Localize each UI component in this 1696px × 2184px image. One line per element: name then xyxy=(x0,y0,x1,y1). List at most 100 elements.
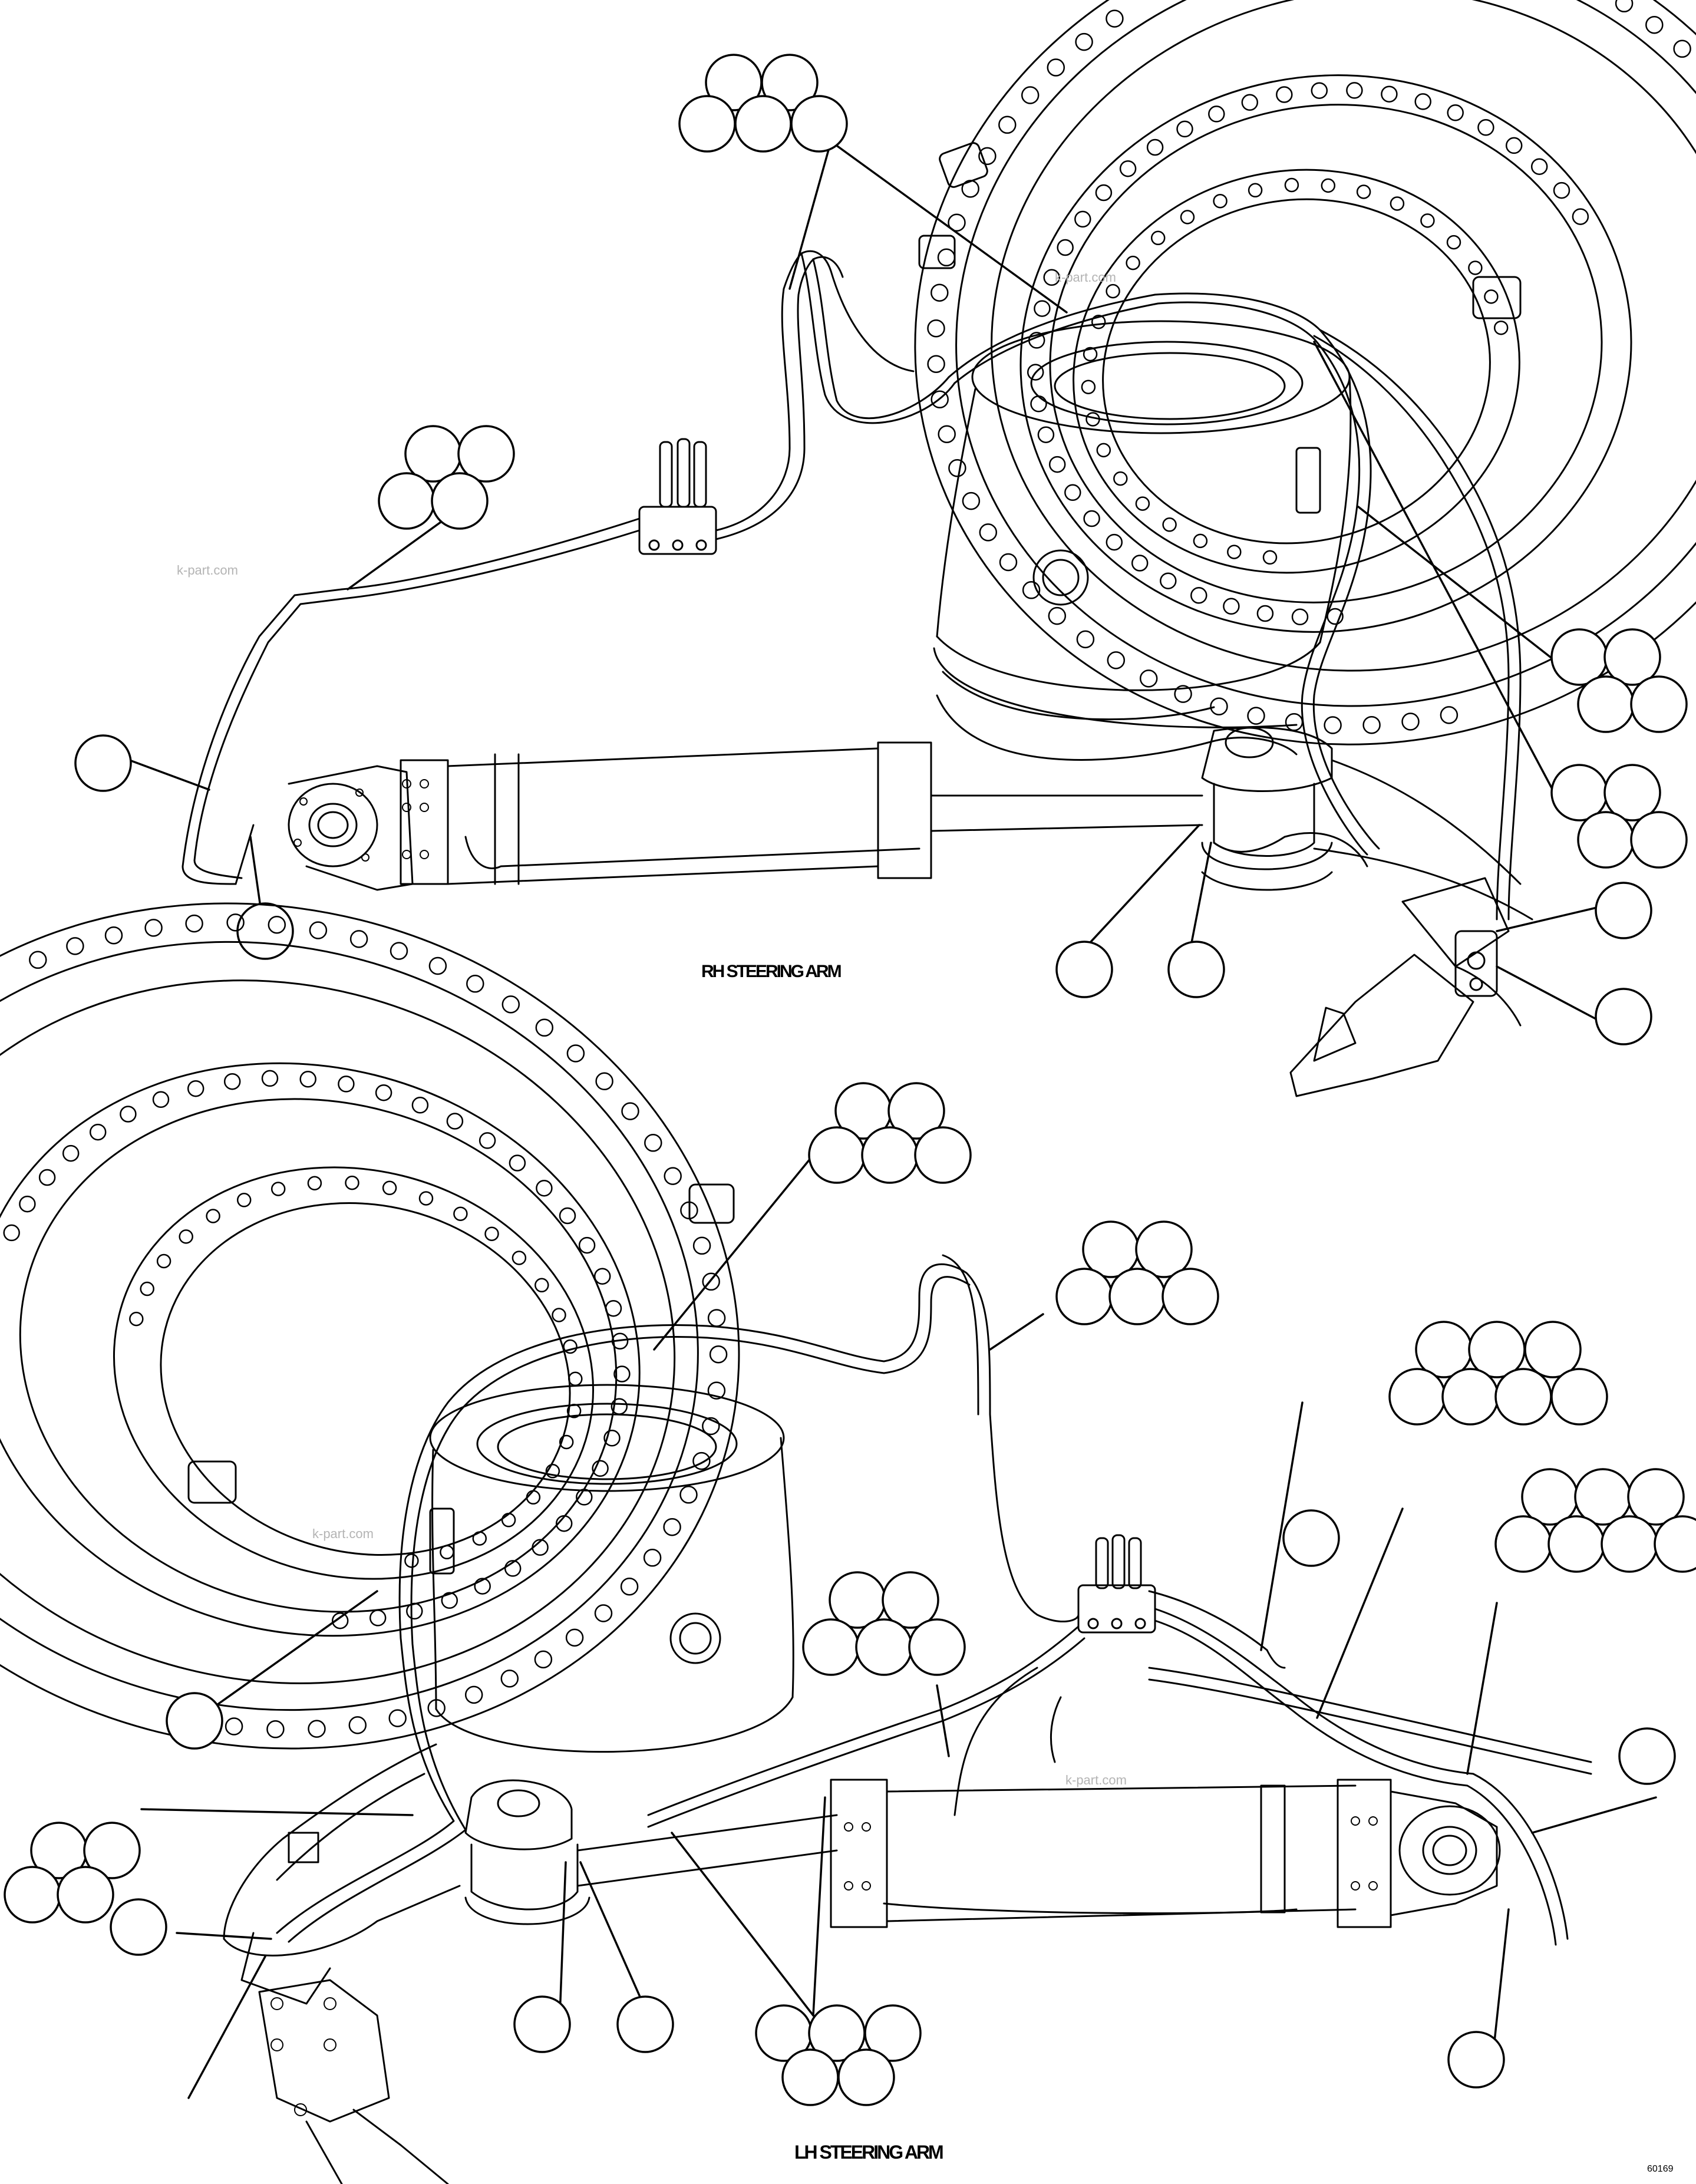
lh-cluster-4-callout-6 xyxy=(1601,1515,1658,1573)
lh-outer-bolt xyxy=(428,956,447,975)
lh-cluster-2-callout-3 xyxy=(1055,1268,1113,1325)
rh-top-cluster-callout-2 xyxy=(761,54,819,111)
watermark-2: k-part.com xyxy=(1065,1773,1127,1787)
lh-outer-bolt xyxy=(388,1709,407,1727)
rh-outer-bolt xyxy=(938,425,956,443)
rh-strut-cylinder xyxy=(933,320,1352,761)
lh-outer-bolt xyxy=(702,1272,720,1291)
lh-outer-bolt xyxy=(702,1417,720,1436)
rh-manifold xyxy=(638,438,717,555)
rh-outer-bolt xyxy=(962,491,981,510)
rh-single-left-callout-1 xyxy=(74,734,132,792)
lh-strut-cylinder xyxy=(429,1384,794,1753)
lh-core-bolt xyxy=(501,1513,516,1528)
lh-cluster-2-callout-2 xyxy=(1135,1220,1193,1278)
lh-core-bolt xyxy=(472,1531,487,1546)
lh-inner-bolt xyxy=(578,1236,596,1254)
lh-inner-bolt xyxy=(19,1195,36,1213)
rh-outer-bolt xyxy=(1047,58,1065,77)
lh-outer-bolt xyxy=(709,1345,728,1364)
rh-inner-bolt xyxy=(1553,182,1570,199)
lh-core-bolt xyxy=(545,1464,560,1479)
rh-right-cluster-1-callout-4 xyxy=(1630,675,1688,733)
lh-core-bolt xyxy=(307,1176,322,1190)
lh-cluster-7-callout-5 xyxy=(837,2048,895,2106)
rh-left-cluster-callout-4 xyxy=(431,472,489,530)
rh-core-bolt xyxy=(1150,230,1166,246)
lh-inner-bolt xyxy=(504,1560,522,1577)
rh-right-cluster-1-callout-3 xyxy=(1577,675,1635,733)
rh-core-bolt xyxy=(1113,471,1128,486)
lh-core-bolt xyxy=(206,1209,220,1223)
lh-cluster-3-callout-6 xyxy=(1494,1368,1552,1426)
rh-inner-bolt xyxy=(1106,533,1123,551)
lh-core-bolt xyxy=(156,1253,171,1269)
rh-outer-bolt xyxy=(1615,0,1634,13)
rh-outer-bolt xyxy=(1401,712,1420,731)
rh-outer-bolt xyxy=(931,283,949,302)
rh-inner-bolt xyxy=(1146,138,1164,156)
rh-core-bolt xyxy=(1106,283,1120,299)
rh-single-bottom-left-callout-1 xyxy=(236,902,294,960)
rh-inner-bolt xyxy=(1414,93,1431,110)
lh-outer-bolt xyxy=(692,1451,711,1470)
lh-outer-bolt xyxy=(309,921,328,939)
lh-cluster-5-callout-4 xyxy=(855,1618,913,1676)
lh-cluster-3-callout-7 xyxy=(1550,1368,1608,1426)
rh-inner-bolt xyxy=(1447,104,1464,121)
lh-core-bolt xyxy=(453,1206,468,1221)
rh-core-bolt xyxy=(1091,314,1106,329)
rh-top-cluster-callout-5 xyxy=(790,95,848,153)
rh-core-bolt xyxy=(1493,320,1509,335)
rh-outer-bolt xyxy=(1247,707,1265,725)
lh-inner-bolt xyxy=(375,1084,392,1101)
lh-single-6-callout-1 xyxy=(1618,1727,1676,1785)
lh-outer-bolt xyxy=(500,1670,519,1688)
rh-outer-bolt xyxy=(1440,706,1459,724)
rh-outer-bolt xyxy=(1673,39,1691,58)
lh-outer-bolt xyxy=(644,1134,662,1152)
lh-cluster-6-callout-2 xyxy=(83,1822,141,1879)
lh-core-bolt xyxy=(563,1339,578,1354)
rh-core-bolt xyxy=(1193,533,1208,549)
lh-inner-bolt xyxy=(446,1113,464,1130)
lh-inner-bolt xyxy=(406,1602,423,1620)
rh-inner-bolt xyxy=(1057,239,1074,256)
rh-callouts xyxy=(74,54,1688,1045)
lh-single-1-callout-1 xyxy=(1282,1509,1340,1567)
lh-inner-bolt xyxy=(605,1299,622,1317)
rh-outer-bolt xyxy=(1174,685,1192,703)
rh-single-right-2-callout-1 xyxy=(1595,988,1652,1045)
lh-outer-bolt xyxy=(464,1685,483,1704)
lh-inner-bolt xyxy=(593,1268,611,1285)
lh-pivot-assembly xyxy=(223,1743,590,2184)
lh-outer-bolt xyxy=(226,913,245,932)
lh-manifold xyxy=(1077,1534,1156,1634)
lh-single-7-callout-1 xyxy=(1447,2031,1505,2089)
rh-core-bolt xyxy=(1081,380,1096,394)
rh-core-bolt xyxy=(1083,347,1098,362)
lh-cluster-7-callout-4 xyxy=(781,2048,839,2106)
lh-inner-bolt xyxy=(299,1071,316,1088)
lh-inner-bolt xyxy=(576,1489,593,1506)
lh-outer-bolt xyxy=(707,1309,726,1327)
lh-cluster-5-callout-5 xyxy=(908,1618,966,1676)
lh-core-bolt xyxy=(382,1180,397,1196)
rh-inner-bolt xyxy=(1276,86,1293,103)
lh-core-bolt xyxy=(418,1191,434,1206)
rh-inner-bolt xyxy=(1256,605,1274,622)
rh-outer-bolt xyxy=(1362,715,1381,734)
lh-outer-bolt xyxy=(501,995,520,1014)
lh-core-bolt xyxy=(559,1434,574,1450)
lh-cluster-4-callout-4 xyxy=(1494,1515,1552,1573)
rh-core-bolt xyxy=(1284,177,1299,193)
rh-outer-bolt xyxy=(927,355,945,373)
lh-inner-bolt xyxy=(411,1097,429,1114)
lh-outer-bolt xyxy=(104,926,123,945)
lh-outer-bolt xyxy=(620,1577,639,1596)
lh-inner-bolt xyxy=(3,1224,20,1242)
rh-core-bolt xyxy=(1262,550,1278,565)
rh-core-bolt xyxy=(1126,255,1140,270)
rh-inner-bolt xyxy=(1477,119,1494,136)
